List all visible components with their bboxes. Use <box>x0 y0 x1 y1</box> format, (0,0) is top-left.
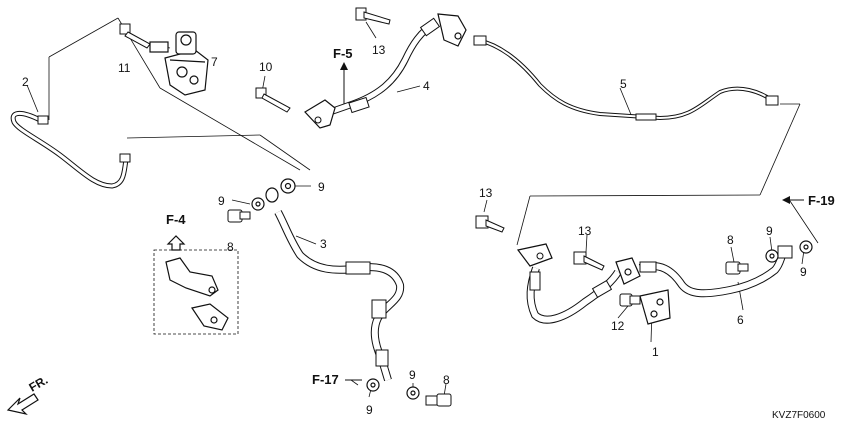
washers-top-hose-3 <box>251 178 296 211</box>
ref-f4[interactable]: F-4 <box>166 212 186 227</box>
bolt-8-right <box>725 261 749 275</box>
washers-right-hose-6 <box>765 240 813 263</box>
callout-2: 2 <box>22 75 29 89</box>
callout-4: 4 <box>423 79 430 93</box>
inset-f4-parts <box>165 257 229 331</box>
ref-f5[interactable]: F-5 <box>333 46 353 61</box>
callout-7: 7 <box>211 55 218 69</box>
hose-6 <box>638 245 793 298</box>
hose-bracket <box>304 99 336 129</box>
inset-detail-box <box>153 249 239 335</box>
bolt-8-bottom <box>425 393 452 407</box>
ref-f17[interactable]: F-17 <box>312 372 339 387</box>
bolt-13-right <box>573 251 605 271</box>
hose-4 <box>304 17 441 129</box>
bolt-10 <box>255 87 291 113</box>
f5-arrow-icon <box>340 62 348 104</box>
callout-13-right: 13 <box>578 224 592 238</box>
bolt-13-middle <box>475 215 505 233</box>
washers-bottom-hose-3 <box>366 378 420 400</box>
fitting-nut <box>37 115 49 125</box>
ref-f19[interactable]: F-19 <box>808 193 835 208</box>
callout-9-d: 9 <box>409 368 416 382</box>
bolt-11 <box>119 23 151 49</box>
hose-bracket-left <box>516 243 553 267</box>
pipe-2 <box>10 111 131 189</box>
bolt-8-left <box>227 209 251 223</box>
diagram-code: KVZ7F0600 <box>772 410 826 421</box>
callout-13-middle: 13 <box>479 186 493 200</box>
callout-9-a: 9 <box>218 194 225 208</box>
callout-9-c: 9 <box>366 403 373 417</box>
callout-5: 5 <box>620 77 627 91</box>
f19-arrow-icon <box>782 196 804 204</box>
callout-9-f: 9 <box>800 265 807 279</box>
bolt-12 <box>619 293 641 307</box>
valve-block-7 <box>149 31 209 96</box>
callout-11: 11 <box>118 61 131 75</box>
hose-1 <box>516 243 622 324</box>
up-arrow-icon <box>166 235 186 251</box>
pipe-5 <box>473 35 779 121</box>
hose-3 <box>274 210 405 382</box>
leader-lines <box>26 17 819 398</box>
callout-8-bottom: 8 <box>443 373 450 387</box>
callout-labels: 1 2 3 4 5 6 7 8 8 8 9 9 9 9 9 9 10 11 12… <box>22 43 807 417</box>
callout-3: 3 <box>320 237 327 251</box>
callout-8-right: 8 <box>727 233 734 247</box>
callout-9-b: 9 <box>318 180 325 194</box>
joint-block-1 <box>615 257 671 325</box>
bolt-13-top <box>355 7 391 25</box>
front-direction-arrow-icon <box>6 393 39 416</box>
three-way-joint <box>437 13 467 47</box>
callout-1: 1 <box>652 345 659 359</box>
callout-13-top: 13 <box>372 43 386 57</box>
front-direction-label: FR. <box>27 373 51 395</box>
callout-8-left: 8 <box>227 240 234 254</box>
callout-12: 12 <box>611 319 625 333</box>
callout-10: 10 <box>259 60 273 74</box>
fitting-nut <box>119 153 131 163</box>
callout-6: 6 <box>737 313 744 327</box>
callout-9-e: 9 <box>766 224 773 238</box>
